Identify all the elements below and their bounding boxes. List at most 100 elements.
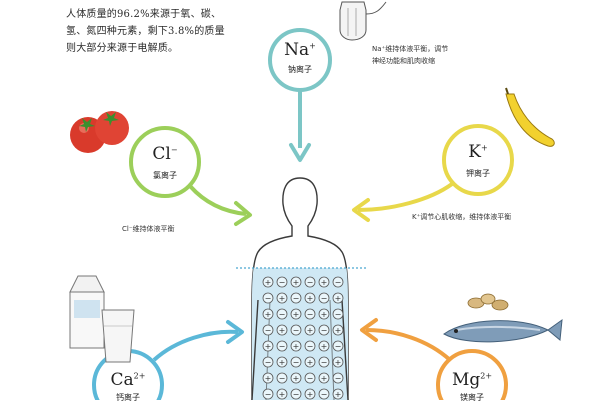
ion-particle xyxy=(332,276,344,288)
ion-particle xyxy=(290,292,302,304)
ion-particle xyxy=(332,308,344,320)
ion-particle-sign: + xyxy=(265,278,272,287)
ion-particle-sign: + xyxy=(279,326,286,335)
ion-particle-sign: − xyxy=(293,390,300,399)
ion-particle xyxy=(276,308,288,320)
ion-particle xyxy=(290,324,302,336)
ion-particle xyxy=(318,372,330,384)
ion-particle-sign: + xyxy=(321,342,328,351)
k-note: K⁺调节心肌收缩，维持体液平衡 xyxy=(412,213,512,221)
k-ring xyxy=(352,124,514,222)
ion-particle-sign: + xyxy=(265,374,272,383)
ion-particle-sign: − xyxy=(265,294,272,303)
ion-particle xyxy=(262,308,274,320)
ion-particle xyxy=(276,276,288,288)
cl-note: Cl⁻维持体液平衡 xyxy=(122,225,175,233)
ion-particle-sign: + xyxy=(293,278,300,287)
nuts-icon xyxy=(467,293,509,311)
ion-particle xyxy=(304,308,316,320)
ion-particle-sign: + xyxy=(293,374,300,383)
ion-particle-sign: − xyxy=(279,278,286,287)
ion-particle-sign: + xyxy=(321,374,328,383)
ion-particle-sign: − xyxy=(307,374,314,383)
cl-ring xyxy=(129,126,252,226)
ca-arrow xyxy=(152,329,239,362)
ion-particle-sign: − xyxy=(293,326,300,335)
ion-particle xyxy=(304,356,316,368)
ion-particle xyxy=(290,340,302,352)
ion-particle xyxy=(276,292,288,304)
ion-particle-sign: + xyxy=(321,278,328,287)
ion-particle xyxy=(290,308,302,320)
intro-paragraph: 人体质量的96.2%来源于氧、碳、氢、氮四种元素，剩下3.8%的质量则大部分来源… xyxy=(66,9,225,54)
salt-shaker-icon xyxy=(339,1,387,41)
mg-ring xyxy=(360,318,508,400)
ion-particle xyxy=(318,324,330,336)
ion-particle-sign: − xyxy=(335,374,342,383)
ion-particle xyxy=(332,388,344,400)
fish-icon xyxy=(443,318,563,343)
ion-particle-sign: + xyxy=(293,310,300,319)
ion-particle xyxy=(262,276,274,288)
ion-particle-sign: + xyxy=(335,390,342,399)
ion-particle xyxy=(332,324,344,336)
ion-particle xyxy=(290,372,302,384)
ion-particle xyxy=(276,356,288,368)
na-note-line2: 神经功能和肌肉收缩 xyxy=(372,57,435,65)
na-symbol: Na+ xyxy=(284,40,316,60)
ion-particle-sign: + xyxy=(279,358,286,367)
ion-particle xyxy=(332,340,344,352)
ion-particle xyxy=(262,388,274,400)
ion-particle xyxy=(290,356,302,368)
ion-particle-sign: − xyxy=(321,326,328,335)
na-ring xyxy=(268,28,332,162)
ion-particle xyxy=(290,388,302,400)
ion-particle xyxy=(304,276,316,288)
mg-arrow xyxy=(365,328,452,362)
cl-symbol: Cl− xyxy=(152,144,178,164)
human-body xyxy=(236,177,366,400)
ca-name: 钙离子 xyxy=(116,393,140,402)
ion-particle-sign: + xyxy=(293,342,300,351)
ion-particle xyxy=(304,292,316,304)
ion-particle-sign: + xyxy=(307,390,314,399)
ca-symbol: Ca2+ xyxy=(110,370,146,390)
ion-particle xyxy=(318,356,330,368)
ion-particles: +−+−+−−+−+−++−+−+−−+−+−++−+−+−−+−+−++−+−… xyxy=(262,276,344,400)
na-note-line1: Na⁺维持体液平衡，调节 xyxy=(372,45,449,53)
ion-particle-sign: − xyxy=(321,390,328,399)
ion-particle xyxy=(304,388,316,400)
ion-particle-sign: + xyxy=(307,294,314,303)
k-arrow xyxy=(357,182,454,212)
milk-carton-icon xyxy=(69,275,105,349)
ion-particle-sign: − xyxy=(293,358,300,367)
ion-particle-sign: − xyxy=(335,310,342,319)
mg-name: 镁离子 xyxy=(460,393,484,402)
ion-particle-sign: − xyxy=(321,358,328,367)
ion-particle xyxy=(262,292,274,304)
banana-icon xyxy=(505,87,555,147)
ion-particle-sign: + xyxy=(335,358,342,367)
na-name: 钠离子 xyxy=(288,65,312,74)
ion-particle-sign: − xyxy=(279,374,286,383)
ion-particle-sign: − xyxy=(293,294,300,303)
ion-particle-sign: + xyxy=(335,326,342,335)
ion-particle-sign: − xyxy=(307,278,314,287)
k-name: 钾离子 xyxy=(466,169,490,178)
ion-particle-sign: − xyxy=(307,342,314,351)
cl-arrow xyxy=(188,184,247,216)
ion-particle xyxy=(304,372,316,384)
ion-particle-sign: + xyxy=(335,294,342,303)
ion-particle xyxy=(262,340,274,352)
ion-particle xyxy=(262,324,274,336)
ion-particle xyxy=(318,276,330,288)
ion-particle xyxy=(276,388,288,400)
ion-particle xyxy=(304,324,316,336)
ion-particle-sign: + xyxy=(307,326,314,335)
ion-particle-sign: + xyxy=(321,310,328,319)
ca-ring xyxy=(92,320,244,400)
mg-symbol: Mg2+ xyxy=(451,370,493,390)
ion-particle xyxy=(276,324,288,336)
ion-particle-sign: + xyxy=(307,358,314,367)
